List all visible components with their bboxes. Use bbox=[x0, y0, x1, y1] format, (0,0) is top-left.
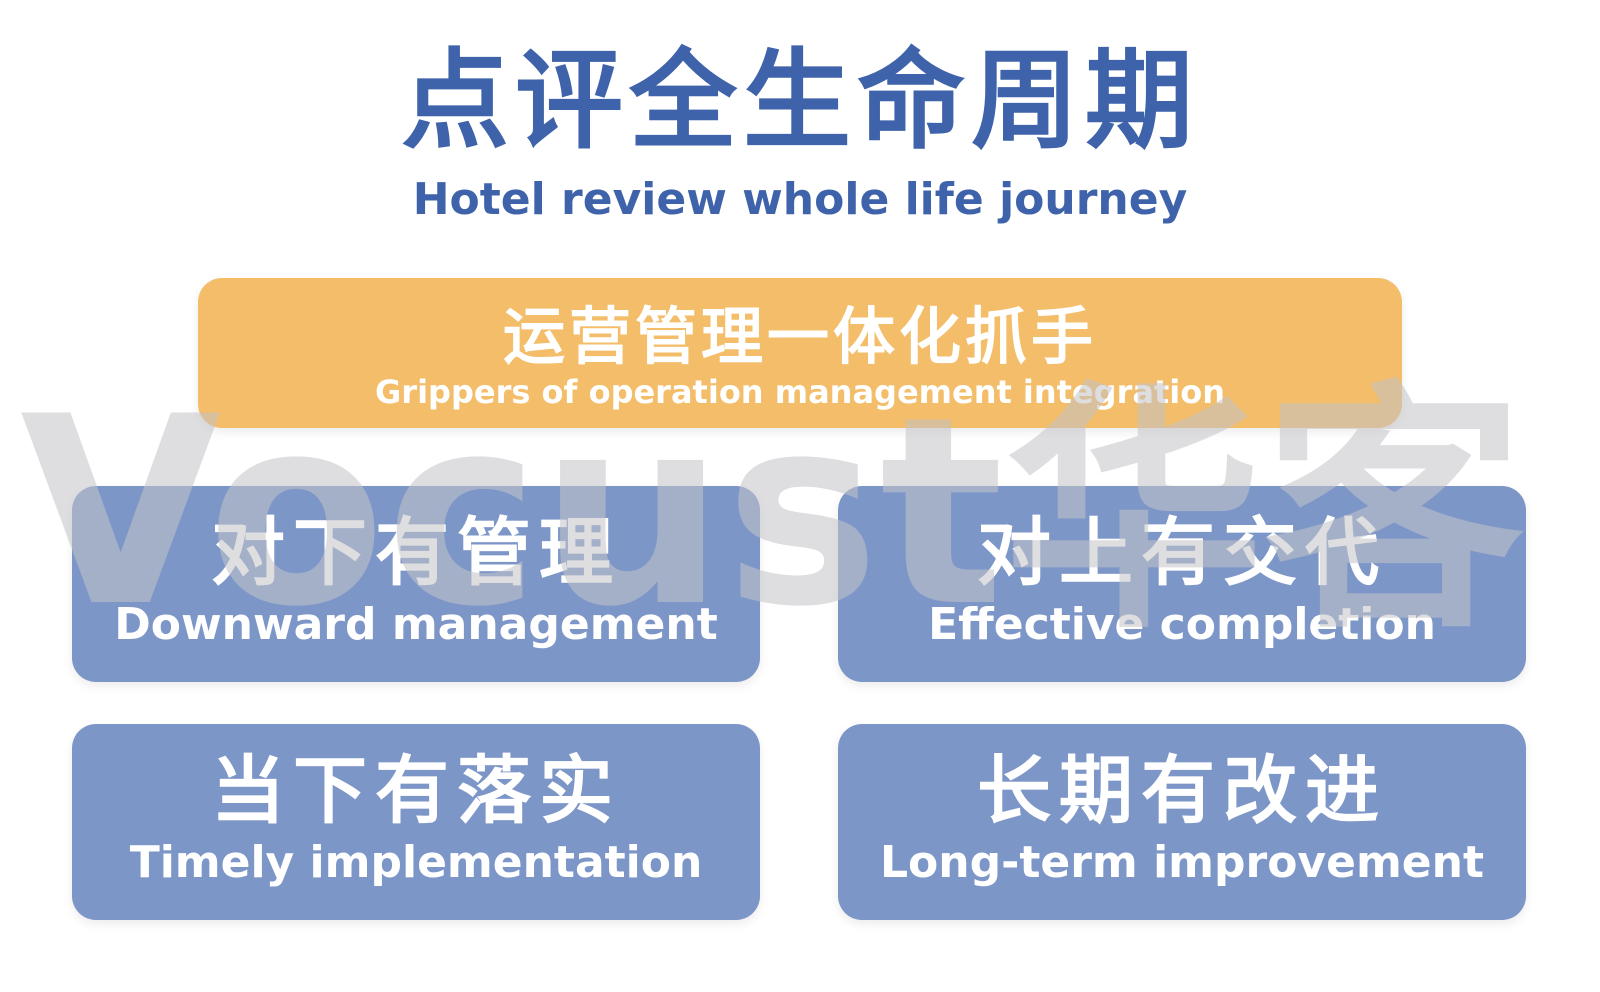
card-subtitle: Timely implementation bbox=[129, 837, 703, 888]
card-subtitle: Effective completion bbox=[928, 599, 1436, 650]
integration-banner: 运营管理一体化抓手 Grippers of operation manageme… bbox=[198, 278, 1402, 428]
card-subtitle: Downward management bbox=[114, 599, 718, 650]
integration-banner-title: 运营管理一体化抓手 bbox=[502, 300, 1097, 373]
card-long-term-improvement: 长期有改进 Long-term improvement bbox=[838, 724, 1526, 920]
page-subtitle: Hotel review whole life journey bbox=[412, 174, 1188, 225]
card-title: 长期有改进 bbox=[977, 748, 1387, 834]
card-title: 对上有交代 bbox=[977, 510, 1387, 596]
card-effective-completion: 对上有交代 Effective completion bbox=[838, 486, 1526, 682]
integration-banner-subtitle: Grippers of operation management integra… bbox=[375, 373, 1225, 411]
card-title: 对下有管理 bbox=[211, 510, 621, 596]
page-title: 点评全生命周期 bbox=[400, 39, 1199, 164]
card-timely-implementation: 当下有落实 Timely implementation bbox=[72, 724, 760, 920]
card-downward-management: 对下有管理 Downward management bbox=[72, 486, 760, 682]
title-block: 点评全生命周期 Hotel review whole life journey bbox=[0, 38, 1600, 230]
card-title: 当下有落实 bbox=[211, 748, 621, 834]
card-subtitle: Long-term improvement bbox=[879, 837, 1484, 888]
